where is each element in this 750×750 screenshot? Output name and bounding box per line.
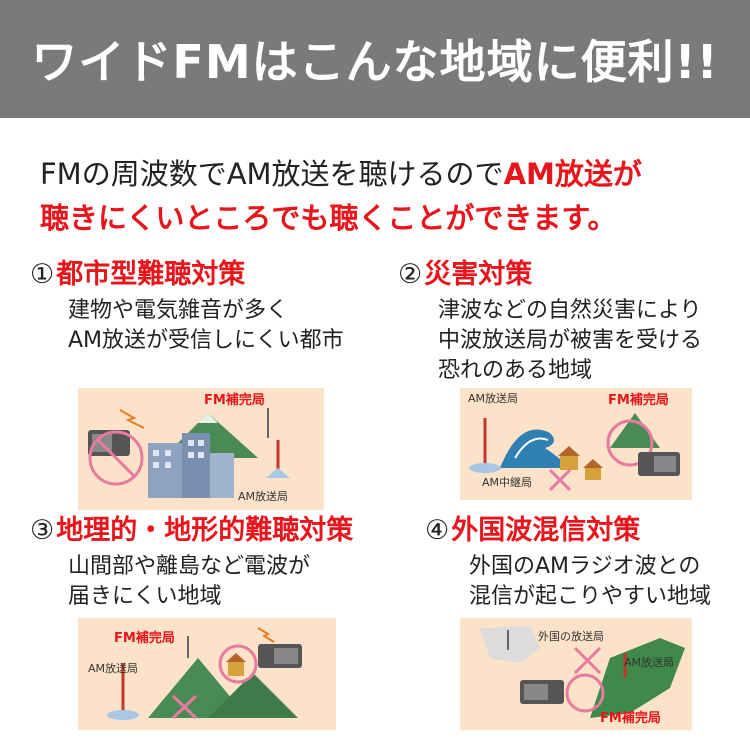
- section-number: ②: [398, 259, 423, 290]
- intro-line1-red: AM放送が: [503, 157, 642, 191]
- illustration-interference: 外国の放送局 AM放送局 FM補完局: [460, 618, 692, 730]
- section-heading: 外国波混信対策: [451, 515, 641, 546]
- intro-line2-red: 聴きにくいところでも聴くことができます。: [40, 201, 617, 235]
- section-title: ①都市型難聴対策: [30, 258, 370, 292]
- am-relay-label: AM中継局: [482, 475, 532, 489]
- section-description: 外国のAMラジオ波との 混信が起こりやすい地域: [469, 554, 712, 609]
- page-title: ワイドFMはこんな地域に便利!!: [31, 35, 719, 89]
- section-title: ④外国波混信対策: [425, 514, 745, 548]
- disaster-illustration-svg: AM放送局 FM補完局 AM中継局: [468, 391, 680, 492]
- am-station-label: AM放送局: [624, 655, 674, 669]
- section-title: ②災害対策: [398, 258, 738, 292]
- section-number: ④: [425, 515, 450, 546]
- section-number: ①: [30, 259, 55, 290]
- section-interference: ④外国波混信対策 外国のAMラジオ波との 混信が起こりやすい地域: [425, 514, 745, 612]
- header-banner: ワイドFMはこんな地域に便利!!: [0, 0, 750, 118]
- am-station-label: AM放送局: [238, 489, 288, 503]
- terrain-illustration-svg: FM補完局 AM放送局: [88, 627, 302, 720]
- illustration-terrain: FM補完局 AM放送局: [78, 618, 336, 730]
- illustration-urban: FM補完局 AM放送局: [78, 388, 324, 510]
- section-heading: 災害対策: [424, 259, 533, 290]
- foreign-station-label: 外国の放送局: [538, 629, 604, 643]
- section-description: 建物や電気雑音が多く AM放送が受信しにくい都市: [68, 298, 344, 353]
- section-heading: 地理的・地形的難聴対策: [56, 515, 354, 546]
- am-station-label: AM放送局: [468, 391, 518, 405]
- section-description: 山間部や離島など電波が 届きにくい地域: [68, 554, 311, 609]
- fm-station-label: FM補完局: [114, 630, 175, 646]
- section-description: 津波などの自然災害により 中波放送局が被害を受ける 恐れのある地域: [438, 298, 703, 383]
- fm-station-label: FM補完局: [608, 392, 669, 408]
- section-title: ③地理的・地形的難聴対策: [30, 514, 410, 548]
- section-terrain: ③地理的・地形的難聴対策 山間部や離島など電波が 届きにくい地域: [30, 514, 410, 612]
- section-number: ③: [30, 515, 55, 546]
- illustration-disaster: AM放送局 FM補完局 AM中継局: [460, 388, 692, 500]
- fm-station-label: FM補完局: [600, 710, 661, 726]
- section-urban: ①都市型難聴対策 建物や電気雑音が多く AM放送が受信しにくい都市: [30, 258, 370, 356]
- fm-station-label: FM補完局: [204, 392, 265, 408]
- section-disaster: ②災害対策 津波などの自然災害により 中波放送局が被害を受ける 恐れのある地域: [398, 258, 738, 386]
- am-station-label: AM放送局: [88, 661, 138, 675]
- section-heading: 都市型難聴対策: [56, 259, 246, 290]
- intro-line1-plain: FMの周波数でAM放送を聴けるので: [40, 157, 504, 191]
- intro-text: FMの周波数でAM放送を聴けるのでAM放送が 聴きにくいところでも聴くことができ…: [40, 152, 730, 240]
- urban-illustration-svg: FM補完局 AM放送局: [88, 392, 290, 503]
- interference-illustration-svg: 外国の放送局 AM放送局 FM補完局: [480, 626, 685, 726]
